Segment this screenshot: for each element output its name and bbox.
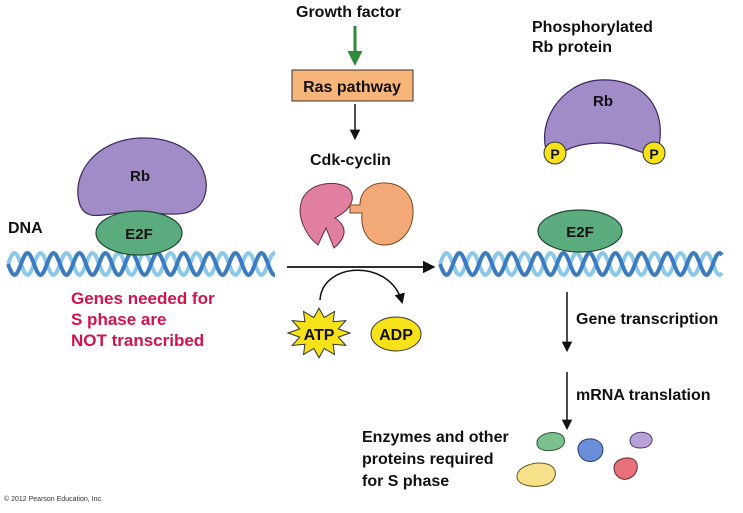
e2f-protein-bound [95, 210, 183, 256]
e2f-protein-free [537, 209, 623, 253]
dna-helix-right [438, 251, 724, 277]
adp-oval [370, 316, 422, 352]
dna-strand [438, 251, 724, 277]
copyright-notice: © 2012 Pearson Education, Inc. [4, 496, 103, 503]
dna-label: DNA [8, 220, 43, 237]
growth-factor-label: Growth factor [296, 4, 401, 21]
phosphate-label-right: P [649, 146, 658, 162]
gene-transcription-label: Gene transcription [576, 311, 719, 328]
phosphate-label-left: P [550, 146, 559, 162]
protein-blob-red [613, 457, 638, 480]
rb-label-right: Rb [593, 93, 613, 110]
dna-strand [6, 251, 276, 277]
protein-blob-purple [629, 431, 653, 449]
phosphate-left [543, 141, 567, 165]
mrna-translation-label: mRNA translation [576, 387, 711, 404]
not-transcribed-line2: S phase are [71, 310, 167, 329]
protein-blob-yellow [516, 462, 556, 487]
not-transcribed-line3: NOT transcribed [71, 331, 205, 350]
atp-label: ATP [304, 327, 335, 344]
ras-pathway-box [291, 69, 414, 102]
cdk-cyclin-label: Cdk-cyclin [310, 152, 391, 169]
dna-helix-left [6, 251, 276, 277]
not-transcribed-line1: Genes needed for [71, 289, 215, 308]
dna-strand [6, 251, 276, 277]
ras-pathway-label: Ras pathway [303, 79, 401, 96]
cyclin-protein [349, 182, 414, 246]
e2f-label-right: E2F [566, 224, 594, 241]
e2f-label-left: E2F [125, 226, 153, 243]
enzymes-label-line3: for S phase [362, 473, 450, 490]
adp-label: ADP [379, 327, 413, 344]
phosphate-right [642, 141, 666, 165]
phosphorylated-label-line2: Rb protein [532, 39, 612, 56]
rb-label-left: Rb [130, 168, 150, 185]
protein-blob-blue [577, 438, 604, 462]
phosphorylated-label-line1: Phosphorylated [532, 19, 653, 36]
atp-to-adp-arrow [319, 269, 405, 305]
cdk-protein [299, 182, 353, 249]
enzymes-label-line1: Enzymes and other [362, 429, 509, 446]
enzymes-label-line2: proteins required [362, 451, 494, 468]
atp-star [286, 307, 352, 359]
protein-blob-green [536, 432, 565, 452]
